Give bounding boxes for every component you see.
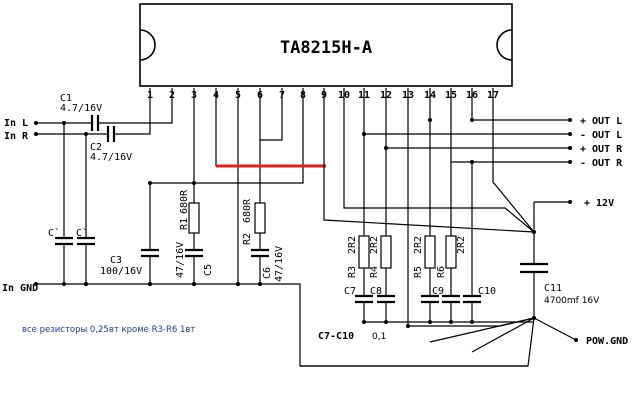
pow-gnd-label: POW.GND bbox=[586, 336, 628, 347]
out-r-minus: - OUT R bbox=[580, 158, 623, 169]
c1-name: C1 bbox=[60, 93, 72, 104]
c3-name: C3 bbox=[110, 255, 122, 266]
c6-value: 47/16V bbox=[274, 246, 285, 282]
c8-name: C8 bbox=[370, 286, 382, 297]
r1-resistor bbox=[188, 202, 200, 234]
chip-notch-left bbox=[139, 29, 156, 61]
in-gnd-label: In GND bbox=[2, 283, 38, 294]
out-r-plus: + OUT R bbox=[580, 144, 623, 155]
r3-name: R3 bbox=[347, 266, 358, 278]
r5-value: 2R2 bbox=[413, 236, 424, 254]
r6-resistor bbox=[445, 235, 457, 269]
out-l-minus: - OUT L bbox=[580, 130, 622, 141]
chip-pins: 1 2 3 4 5 6 7 8 9 10 11 12 13 14 15 16 1… bbox=[147, 90, 499, 101]
zobel-networks: R3 2R2 C7 R4 2R2 C8 R5 2R2 C9 R6 2R2 bbox=[300, 88, 536, 367]
r2-resistor bbox=[254, 202, 266, 234]
output-wiring: + OUT L - OUT L + OUT R - OUT R + 12V bbox=[323, 88, 628, 347]
r6-name: R6 bbox=[436, 266, 447, 278]
out-l-plus: + OUT L bbox=[580, 116, 622, 127]
c6-name: C6 bbox=[262, 267, 273, 279]
r1-value: 680R bbox=[179, 189, 190, 214]
c11-value: 4700mf 16V bbox=[544, 296, 600, 306]
r5-resistor bbox=[424, 235, 436, 269]
r1-name: R1 bbox=[179, 218, 190, 230]
c2-name: C2 bbox=[90, 142, 102, 153]
c3-value: 100/16V bbox=[100, 266, 142, 277]
c7-c10-value: 0,1 bbox=[372, 332, 386, 342]
chip-title: TA8215H-A bbox=[280, 38, 372, 58]
c5-name: C5 bbox=[203, 264, 214, 276]
power-label: + 12V bbox=[584, 198, 614, 209]
c11-name: C11 bbox=[544, 283, 562, 294]
in-r-label: In R bbox=[4, 131, 29, 142]
r5-name: R5 bbox=[413, 266, 424, 278]
bias-network: C3 100/16V R1 680R 47/16V C5 R2 680R C6 … bbox=[100, 88, 326, 284]
chip-body: TA8215H-A bbox=[139, 3, 513, 87]
c-prime-1: C` bbox=[48, 227, 60, 239]
c5-value: 47/16V bbox=[175, 242, 186, 278]
chip-notch-right bbox=[496, 29, 513, 61]
c7-name: C7 bbox=[344, 286, 356, 297]
r4-name: R4 bbox=[369, 266, 380, 278]
r6-value: 2R2 bbox=[456, 236, 467, 254]
c1-value: 4.7/16V bbox=[60, 103, 102, 114]
c-prime-2: C` bbox=[76, 227, 88, 239]
r4-value: 2R2 bbox=[369, 236, 380, 254]
resistor-note: все резисторы 0,25вт кроме R3-R6 1вт bbox=[22, 325, 195, 335]
input-section: In L In R In GND C1 4.7/16V C2 4.7/16V C… bbox=[2, 88, 528, 367]
c2-value: 4.7/16V bbox=[90, 152, 132, 163]
c9-name: C9 bbox=[432, 286, 444, 297]
r2-value: 680R bbox=[242, 198, 253, 223]
in-l-label: In L bbox=[4, 118, 28, 129]
r2-name: R2 bbox=[242, 233, 253, 245]
r4-resistor bbox=[380, 235, 392, 269]
c10-name: C10 bbox=[478, 286, 496, 297]
c7-c10-label: C7-C10 bbox=[318, 331, 354, 342]
r3-resistor bbox=[358, 235, 370, 269]
r3-value: 2R2 bbox=[347, 236, 358, 254]
